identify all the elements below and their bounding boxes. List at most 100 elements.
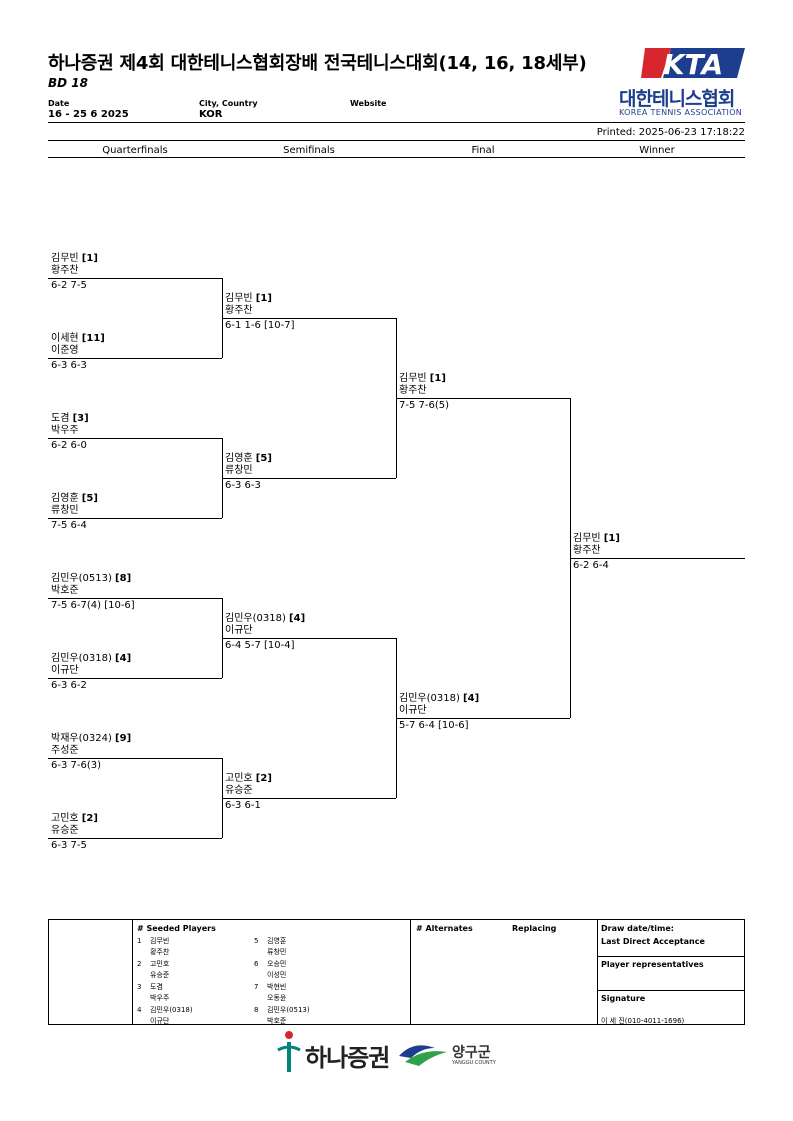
- partner-name: 황주찬: [51, 265, 79, 276]
- partner-name: 유승준: [51, 825, 79, 836]
- player-seed: [1]: [81, 253, 98, 264]
- match-score: 6-3 6-3: [51, 360, 87, 371]
- seed-player: 김영훈: [267, 937, 287, 945]
- city-label: City, Country: [199, 99, 258, 108]
- footer-row-divider: [597, 956, 745, 957]
- round-winner: Winner: [639, 145, 675, 156]
- footer-table: [48, 919, 745, 1025]
- bracket-line: [48, 678, 222, 679]
- player-seed: [8]: [115, 573, 132, 584]
- player-entry: 김민우(0318) [4]: [51, 653, 131, 665]
- draw-date-label: Draw date/time:: [601, 924, 674, 933]
- partner-name: 유승준: [225, 785, 253, 796]
- player-name: 김무빈: [225, 293, 253, 304]
- player-seed: [4]: [463, 693, 480, 704]
- partner-name: 이규단: [51, 665, 79, 676]
- match-score: 7-5 7-6(5): [399, 400, 450, 411]
- player-representatives-label: Player representatives: [601, 960, 704, 969]
- player-entry: 김영훈 [5]: [51, 493, 98, 505]
- player-seed: [4]: [115, 653, 132, 664]
- partner-name: 이규단: [225, 625, 253, 636]
- player-name: 김민우(0318): [51, 653, 112, 664]
- sponsor-yanggu: 양구군: [452, 1045, 491, 1061]
- bracket-line: [48, 598, 222, 599]
- player-entry: 박재우(0324) [9]: [51, 733, 131, 745]
- player-name: 김영훈: [225, 453, 253, 464]
- kta-logo-text: 대한테니스협회: [619, 88, 735, 110]
- seed-partner: 박호준: [267, 1017, 287, 1025]
- partner-name: 류창민: [51, 505, 79, 516]
- seed-number: 4: [137, 1006, 142, 1014]
- player-name: 고민호: [51, 813, 79, 824]
- player-seed: [5]: [255, 453, 272, 464]
- hana-logo-icon: [276, 1030, 302, 1074]
- bracket-line: [48, 358, 222, 359]
- player-entry: 고민호 [2]: [225, 773, 272, 785]
- player-seed: [2]: [81, 813, 98, 824]
- seeded-players-header: # Seeded Players: [137, 924, 216, 933]
- bracket-line: [222, 638, 396, 639]
- seed-partner: 오동윤: [267, 994, 287, 1002]
- partner-name: 주성준: [51, 745, 79, 756]
- bracket-line: [48, 758, 222, 759]
- match-score: 6-2 7-5: [51, 280, 87, 291]
- round-header-divider: [48, 157, 745, 158]
- player-seed: [4]: [289, 613, 306, 624]
- date-value: 16 - 25 6 2025: [48, 109, 129, 120]
- match-score: 6-3 6-2: [51, 680, 87, 691]
- player-entry: 김무빈 [1]: [51, 253, 98, 265]
- match-score: 6-3 6-3: [225, 480, 261, 491]
- player-entry: 김무빈 [1]: [573, 533, 620, 545]
- seed-player: 오승민: [267, 960, 287, 968]
- player-entry: 이세현 [11]: [51, 333, 105, 345]
- player-name: 김민우(0318): [399, 693, 460, 704]
- partner-name: 황주찬: [225, 305, 253, 316]
- player-name: 도겸: [51, 413, 70, 424]
- round-header-top-line: [48, 140, 745, 158]
- round-final: Final: [471, 145, 495, 156]
- bracket-line: [222, 478, 396, 479]
- bracket-line: [48, 278, 222, 279]
- seed-partner: 박우주: [150, 994, 170, 1002]
- partner-name: 황주찬: [399, 385, 427, 396]
- player-entry: 김민우(0513) [8]: [51, 573, 131, 585]
- player-name: 김무빈: [51, 253, 79, 264]
- seed-partner: 이성민: [267, 971, 287, 979]
- player-entry: 고민호 [2]: [51, 813, 98, 825]
- partner-name: 이준영: [51, 345, 79, 356]
- footer-col-divider: [132, 919, 133, 1025]
- round-semifinals: Semifinals: [283, 145, 335, 156]
- match-score: 7-5 6-7(4) [10-6]: [51, 600, 135, 611]
- player-seed: [1]: [603, 533, 620, 544]
- match-score: 6-3 7-5: [51, 840, 87, 851]
- match-score: 6-1 1-6 [10-7]: [225, 320, 295, 331]
- player-name: 김민우(0513): [51, 573, 112, 584]
- sponsor-yanggu-sub: YANGGU COUNTY: [452, 1060, 496, 1066]
- yanggu-logo-icon: [397, 1038, 449, 1068]
- partner-name: 황주찬: [573, 545, 601, 556]
- website-label: Website: [350, 99, 387, 108]
- seed-number: 6: [254, 960, 259, 968]
- event-code: BD 18: [48, 76, 88, 90]
- player-entry: 김민우(0318) [4]: [399, 693, 479, 705]
- signature-value: 이 세 진(010-4011-1696): [601, 1017, 685, 1025]
- bracket-line: [396, 718, 570, 719]
- footer-row-divider: [597, 990, 745, 991]
- partner-name: 이규단: [399, 705, 427, 716]
- match-score: 7-5 6-4: [51, 520, 87, 531]
- seed-number: 8: [254, 1006, 259, 1014]
- seed-partner: 황주찬: [150, 948, 170, 956]
- player-seed: [5]: [81, 493, 98, 504]
- seed-player: 김무빈: [150, 937, 170, 945]
- tournament-title: 하나증권 제4회 대한테니스협회장배 전국테니스대회(14, 16, 18세부): [48, 53, 587, 74]
- logo-letters: KTA: [663, 48, 723, 80]
- footer-col-divider: [410, 919, 411, 1025]
- bracket-line: [48, 518, 222, 519]
- last-direct-acceptance-label: Last Direct Acceptance: [601, 937, 705, 946]
- seed-player: 김민우(0513): [267, 1006, 310, 1014]
- seed-number: 5: [254, 937, 259, 945]
- seed-number: 1: [137, 937, 142, 945]
- player-seed: [2]: [255, 773, 272, 784]
- seed-player: 박현빈: [267, 983, 287, 991]
- match-score: 6-2 6-4: [573, 560, 609, 571]
